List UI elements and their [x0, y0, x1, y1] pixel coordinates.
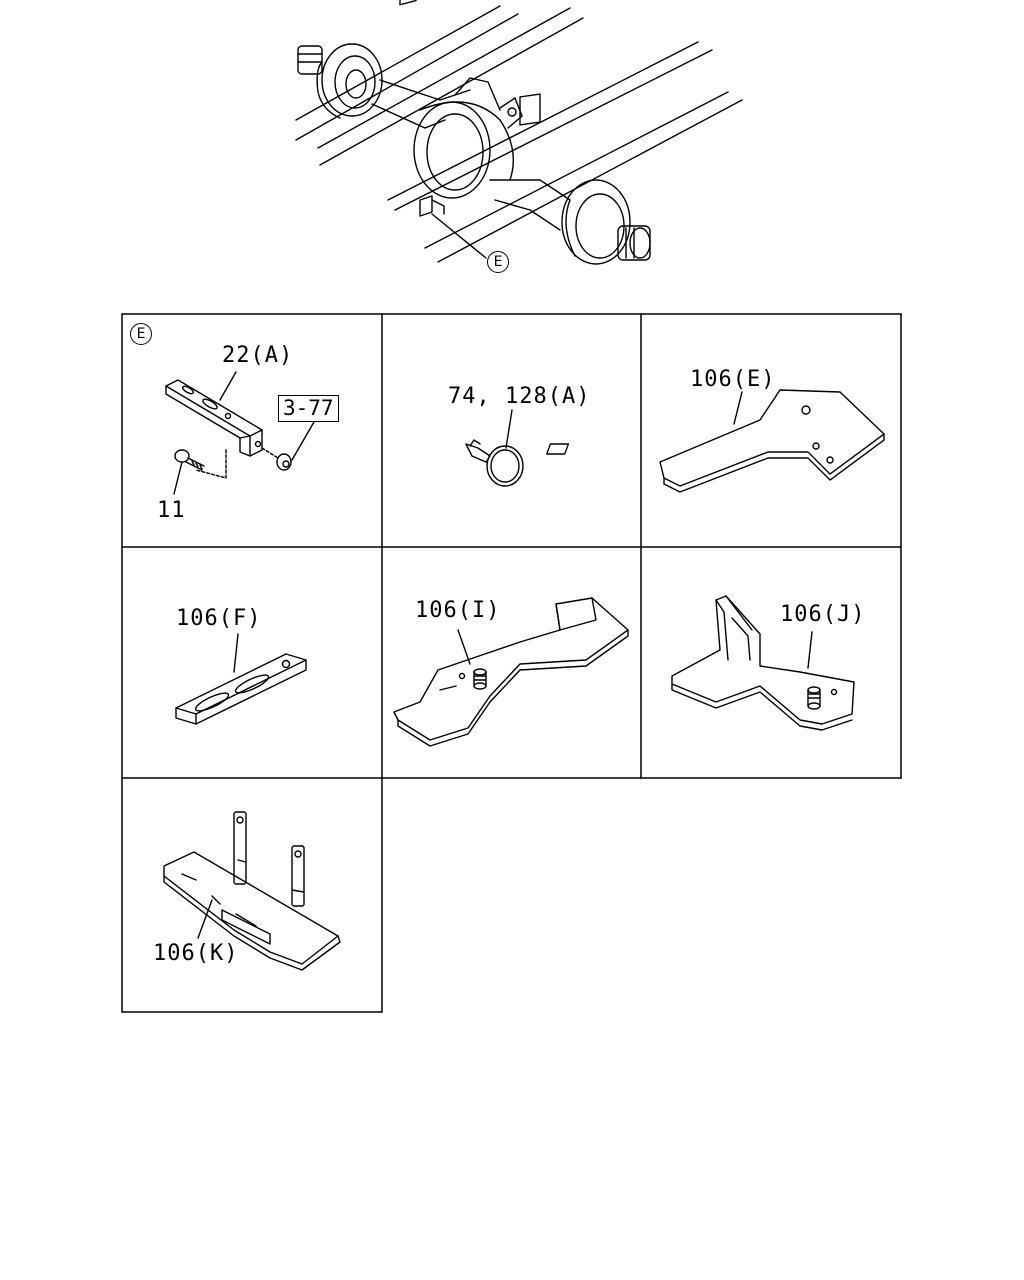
callout-e-marker: E	[487, 251, 509, 273]
part-label-106i: 106(I)	[415, 598, 501, 623]
clip-74-128a-drawing	[465, 409, 524, 487]
part-label-106j: 106(J)	[780, 602, 866, 627]
part-label-74-128a: 74, 128(A)	[448, 384, 591, 409]
reference-box-3-77[interactable]: 3-77	[278, 395, 339, 422]
part-label-11: 11	[157, 498, 186, 523]
part-label-106e: 106(E)	[690, 367, 776, 392]
axle-assembly-drawing	[295, 0, 743, 265]
bracket-106j-drawing	[671, 595, 855, 731]
parts-grid	[121, 313, 902, 1013]
bracket-22a-drawing	[165, 371, 315, 495]
part-label-106k: 106(K)	[153, 941, 239, 966]
bracket-106k-drawing	[163, 811, 341, 971]
part-label-22a: 22(A)	[222, 343, 294, 368]
plate-106f-drawing	[175, 633, 307, 725]
part-label-106f: 106(F)	[176, 606, 262, 631]
bracket-106e-drawing	[546, 389, 885, 493]
bracket-106i-drawing	[393, 597, 629, 747]
cell-e-corner-marker: E	[130, 323, 152, 345]
